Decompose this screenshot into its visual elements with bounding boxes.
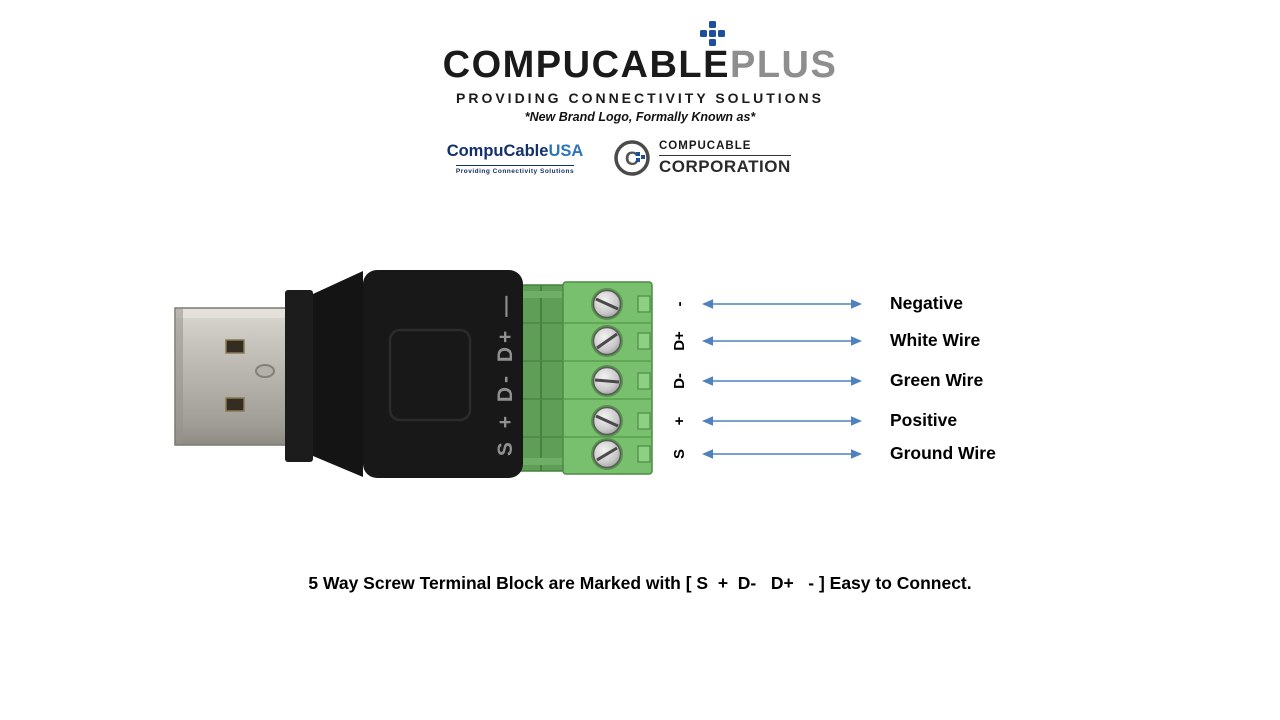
wire-label-negative: Negative [890,293,963,313]
old-logo-usa: CompuCableUSA Providing Connectivity Sol… [440,142,590,178]
usa-logo-name: CompuCable [446,142,549,160]
usb-terminal-adapter-illustration: S + D- D+ — [174,270,653,478]
corporation-ring-icon: C [614,140,650,176]
pin-mark-negative: - [671,301,688,307]
usa-logo-suffix: USA [548,142,584,160]
usb-black-body: S + D- D+ — [285,270,523,478]
wire-label-positive: Positive [890,410,958,430]
svg-text:C: C [625,149,639,170]
usa-logo-tagline: Providing Connectivity Solutions [455,165,575,175]
brand-subtext: *New Brand Logo, Formally Known as* [524,110,756,124]
wire-label-green-wire: Green Wire [890,370,984,390]
wire-label-white-wire: White Wire [890,330,981,350]
pin-mark-dminus: D- [671,373,688,389]
body-marking-text: S + D- D+ — [494,292,517,456]
wire-label-ground-wire: Ground Wire [890,443,996,463]
terminal-screws [591,288,623,470]
corporation-logo-line2: CORPORATION [659,156,791,176]
old-logo-corporation: C COMPUCABLE CORPORATION [612,138,791,178]
brand-tagline: PROVIDING CONNECTIVITY SOLUTIONS [456,90,824,106]
corporation-logo-line1: COMPUCABLE [659,141,791,156]
brand-logo-main-text: COMPUCABLE [442,44,730,86]
pin-mark-shield: S [671,449,688,460]
brand-dots-icon [700,21,725,46]
pin-mark-positive: + [671,416,688,426]
arrow-green-wire [702,376,862,386]
brand-logo: COMPUCABLEPLUS [0,44,1280,87]
arrow-negative [702,299,862,309]
arrow-white-wire [702,336,862,346]
pin-mark-dplus: D+ [671,331,688,351]
arrow-ground-wire [702,449,862,459]
brand-logo-suffix-text: PLUS [729,44,838,86]
terminal-clamp-section [514,284,568,472]
bottom-caption: 5 Way Screw Terminal Block are Marked wi… [308,573,972,593]
usb-metal-plug [174,307,294,446]
arrow-positive [702,416,862,426]
